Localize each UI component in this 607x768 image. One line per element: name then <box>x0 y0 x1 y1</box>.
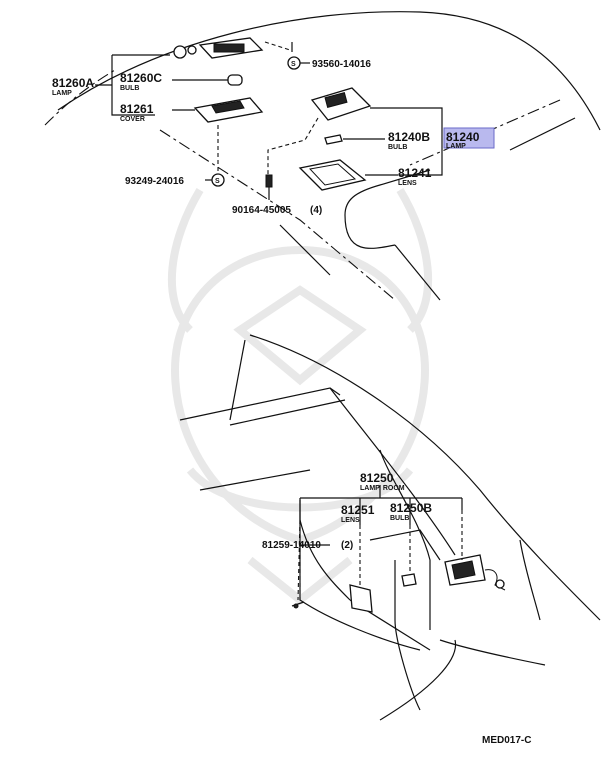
lamp-81250-part <box>444 510 506 591</box>
svg-text:S: S <box>215 178 220 185</box>
callout-81250B-desc: BULB <box>390 515 409 522</box>
bulb-81250B-part <box>401 525 417 587</box>
lamp-81260A-part <box>173 37 291 59</box>
callout-81260C-number: 81260C <box>120 71 162 85</box>
screw-81259-part <box>291 519 305 609</box>
lens-81251-part <box>349 525 373 613</box>
lens-81241-part <box>298 159 367 191</box>
screw-93560-part: S <box>287 42 301 70</box>
leader-lines-bottom <box>299 485 463 546</box>
callout-81240B-number: 81240B <box>388 130 430 144</box>
bolt-90164-part <box>265 174 273 200</box>
screw-93249-part: S <box>211 173 225 187</box>
callout-81240B-desc: BULB <box>388 144 407 151</box>
callout-93249-number: 93249-24016 <box>125 176 184 187</box>
callout-81250B-number: 81250B <box>390 501 432 515</box>
cover-81261-part <box>193 97 264 175</box>
vehicle-outline <box>179 334 601 721</box>
callout-81261-number: 81261 <box>120 102 154 116</box>
callout-81260A-number: 81260A <box>52 76 94 90</box>
diagram-code: MED017-C <box>482 735 531 746</box>
callout-81259-number: 81259-14010 <box>262 540 321 551</box>
callout-81259-qty: (2) <box>341 540 353 551</box>
callout-81261-desc: COVER <box>120 116 145 123</box>
callout-81251-desc: LENS <box>341 517 360 524</box>
callout-81240-highlight[interactable] <box>443 127 495 149</box>
callout-93560-number: 93560-14016 <box>312 59 371 70</box>
callout-81241-desc: LENS <box>398 180 417 187</box>
bulb-81240B-part <box>324 134 343 145</box>
svg-text:S: S <box>291 61 296 68</box>
callout-90164-number: 90164-45005 <box>232 205 291 216</box>
leader-lines-top <box>95 54 443 181</box>
lamp-81240-part <box>267 87 372 175</box>
callout-81241-number: 81241 <box>398 166 432 180</box>
callout-81251-number: 81251 <box>341 503 375 517</box>
callout-81240-desc: LAMP <box>446 143 466 150</box>
callout-81250-desc: LAMP, ROOM <box>360 485 405 492</box>
callout-81240-number[interactable]: 81240 <box>446 130 480 144</box>
callout-81250-number: 81250 <box>360 471 394 485</box>
callout-90164-qty: (4) <box>310 205 322 216</box>
roof-outline <box>44 11 601 301</box>
callout-81260C-desc: BULB <box>120 85 139 92</box>
callout-81260A-desc: LAMP <box>52 90 72 97</box>
